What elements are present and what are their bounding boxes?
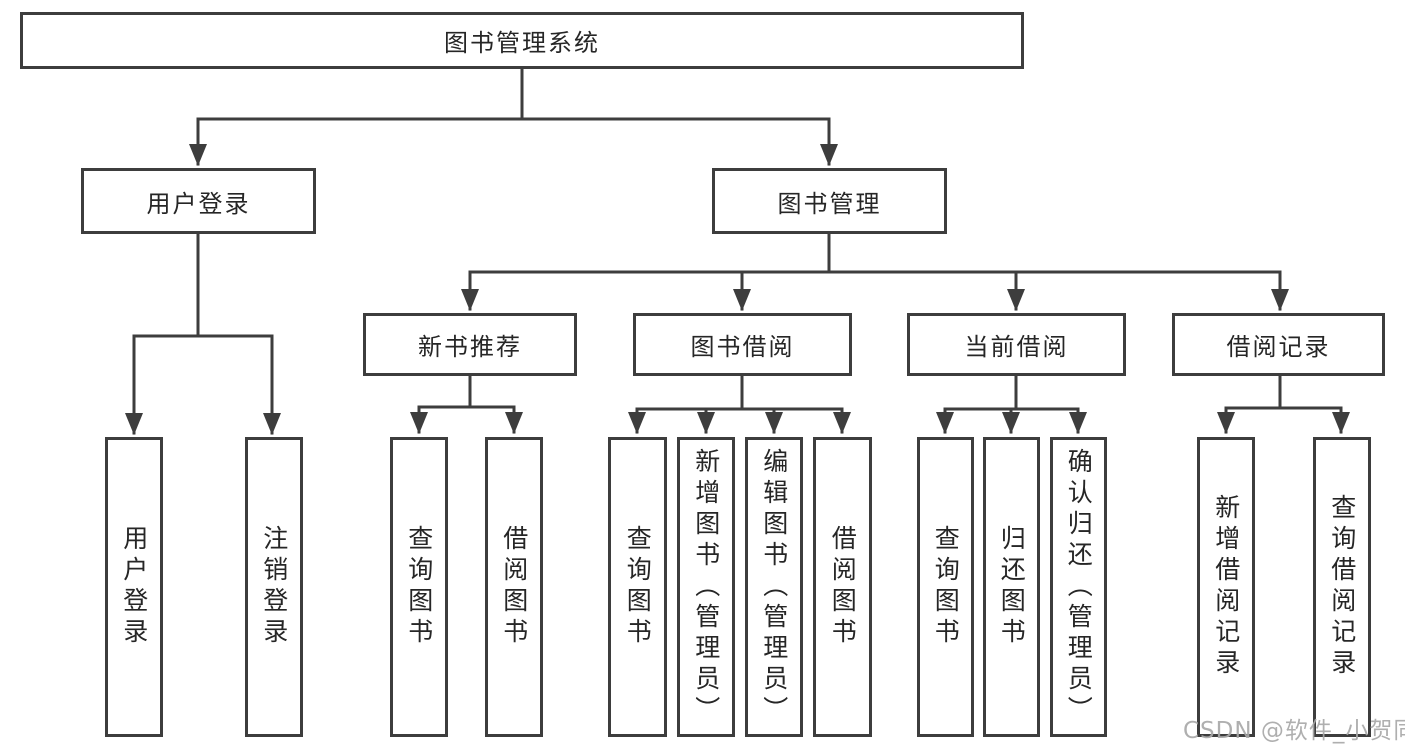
- node-book-management: 图书管理: [712, 168, 947, 234]
- leaf-recommend-query-books: 查询图书: [390, 437, 448, 737]
- node-borrow-records: 借阅记录: [1172, 313, 1385, 376]
- node-label: 确认归还（管理员）: [1064, 447, 1094, 727]
- node-label: 图书管理系统: [444, 29, 600, 57]
- leaf-borrow-query-books: 查询图书: [608, 437, 667, 737]
- node-label: 当前借阅: [964, 333, 1069, 361]
- node-current-borrow: 当前借阅: [907, 313, 1126, 376]
- node-user-login: 用户登录: [81, 168, 316, 234]
- node-label: 图书借阅: [690, 333, 795, 361]
- watermark: CSDN @软件_小贺同学: [1183, 718, 1405, 744]
- node-label: 查询借阅记录: [1327, 494, 1357, 680]
- node-label: 图书管理: [777, 189, 882, 218]
- leaf-user-login: 用户登录: [105, 437, 163, 737]
- node-label: 归还图书: [997, 525, 1027, 649]
- leaf-query-borrow-record: 查询借阅记录: [1313, 437, 1371, 737]
- node-label: 借阅图书: [499, 525, 529, 649]
- leaf-logout: 注销登录: [245, 437, 303, 737]
- node-new-book-recommend: 新书推荐: [363, 313, 577, 376]
- leaf-add-books-admin: 新增图书（管理员）: [677, 437, 735, 737]
- node-label: 注销登录: [259, 525, 289, 649]
- node-book-borrow: 图书借阅: [633, 313, 852, 376]
- node-label: 用户登录: [119, 525, 149, 649]
- leaf-confirm-return-admin: 确认归还（管理员）: [1050, 437, 1107, 737]
- node-label: 用户登录: [146, 189, 251, 218]
- node-label: 查询图书: [404, 525, 434, 649]
- node-root: 图书管理系统: [20, 12, 1024, 69]
- node-label: 借阅图书: [828, 525, 858, 649]
- leaf-add-borrow-record: 新增借阅记录: [1197, 437, 1255, 737]
- leaf-borrow-books: 借阅图书: [813, 437, 872, 737]
- node-label: 新增借阅记录: [1211, 494, 1241, 680]
- node-label: 查询图书: [931, 525, 961, 649]
- leaf-current-query-books: 查询图书: [917, 437, 974, 737]
- leaf-return-books: 归还图书: [983, 437, 1040, 737]
- node-label: 查询图书: [623, 525, 653, 649]
- node-label: 新书推荐: [418, 333, 522, 361]
- node-label: 编辑图书（管理员）: [759, 447, 789, 727]
- node-label: 借阅记录: [1226, 333, 1331, 361]
- leaf-recommend-borrow-books: 借阅图书: [485, 437, 543, 737]
- node-label: 新增图书（管理员）: [691, 447, 721, 727]
- leaf-edit-books-admin: 编辑图书（管理员）: [745, 437, 803, 737]
